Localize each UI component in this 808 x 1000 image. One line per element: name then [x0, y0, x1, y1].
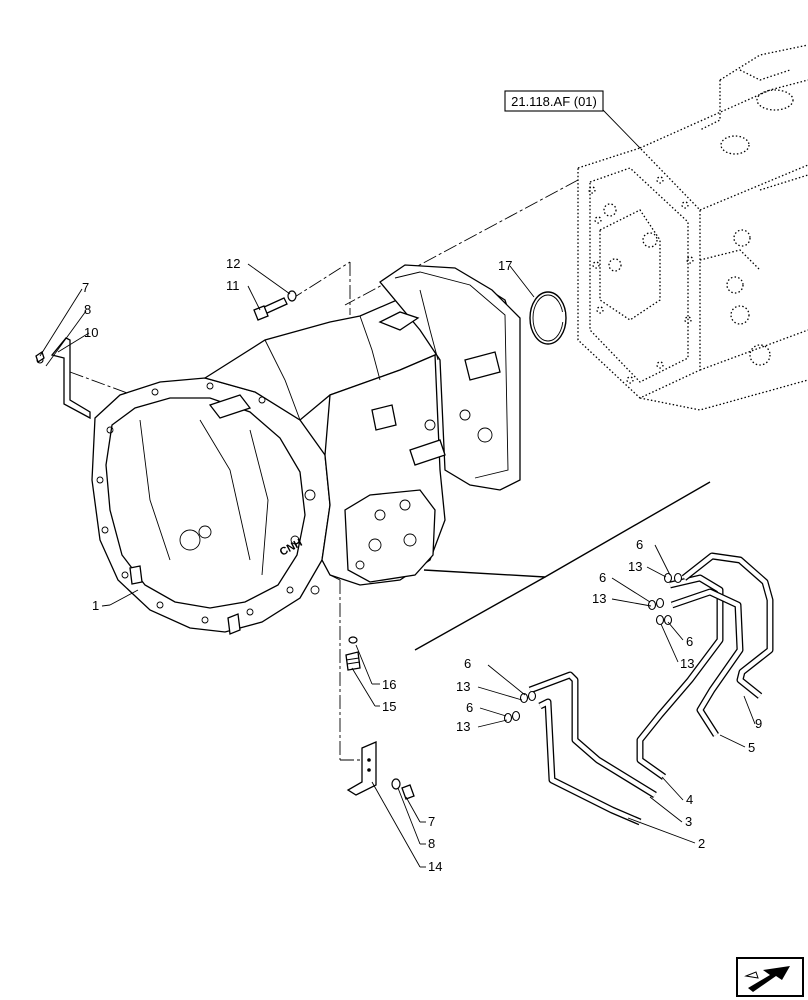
callout-13b: 13 [592, 591, 606, 606]
callout-16: 16 [382, 677, 396, 692]
pipe-9 [681, 552, 774, 699]
leader-lines [39, 109, 756, 868]
pipe-group-leader [423, 481, 711, 578]
alignment-line [289, 261, 351, 301]
callout-4: 4 [686, 792, 693, 807]
pipe-3 [528, 671, 657, 798]
callout-6c: 6 [686, 634, 693, 649]
fitting [345, 636, 361, 671]
callout-7a: 7 [82, 280, 89, 295]
callout-2: 2 [698, 836, 705, 851]
reference-callout[interactable]: 21.118.AF (01) [511, 94, 597, 109]
bolt [253, 297, 288, 321]
pipe-2 [538, 698, 642, 826]
seal-rings [503, 572, 683, 724]
callout-3: 3 [685, 814, 692, 829]
transmission-housing: CNH [91, 264, 521, 635]
callout-14: 14 [428, 859, 442, 874]
callout-8a: 8 [84, 302, 91, 317]
rear-transmission-housing [577, 44, 808, 411]
callout-13a: 13 [628, 559, 642, 574]
callout-10: 10 [84, 325, 98, 340]
callout-9: 9 [755, 716, 762, 731]
callout-15: 15 [382, 699, 396, 714]
callout-5: 5 [748, 740, 755, 755]
callout-17: 17 [498, 258, 512, 273]
callout-13c: 13 [680, 656, 694, 671]
callout-13d: 13 [456, 679, 470, 694]
callout-6d: 6 [464, 656, 471, 671]
housing-edge [321, 559, 341, 581]
callout-8b: 8 [428, 836, 435, 851]
washer [287, 290, 297, 302]
callout-12: 12 [226, 256, 240, 271]
bracket-bottom [346, 741, 415, 800]
callout-6a: 6 [636, 537, 643, 552]
pipe-4 [636, 574, 724, 780]
pipe-5 [670, 588, 744, 737]
callout-6b: 6 [599, 570, 606, 585]
callout-13e: 13 [456, 719, 470, 734]
pipe-group-leader [414, 576, 546, 651]
snap-ring [529, 291, 567, 345]
callout-1: 1 [92, 598, 99, 613]
callout-11: 11 [226, 278, 240, 293]
callout-6e: 6 [466, 700, 473, 715]
callout-labels: 1 2 3 4 5 9 6 13 6 13 6 13 6 13 6 13 12 … [82, 256, 762, 874]
reference-callout-box[interactable] [504, 90, 604, 112]
next-page-arrow-icon[interactable] [736, 957, 804, 997]
bracket-left [35, 337, 91, 420]
callout-7b: 7 [428, 814, 435, 829]
